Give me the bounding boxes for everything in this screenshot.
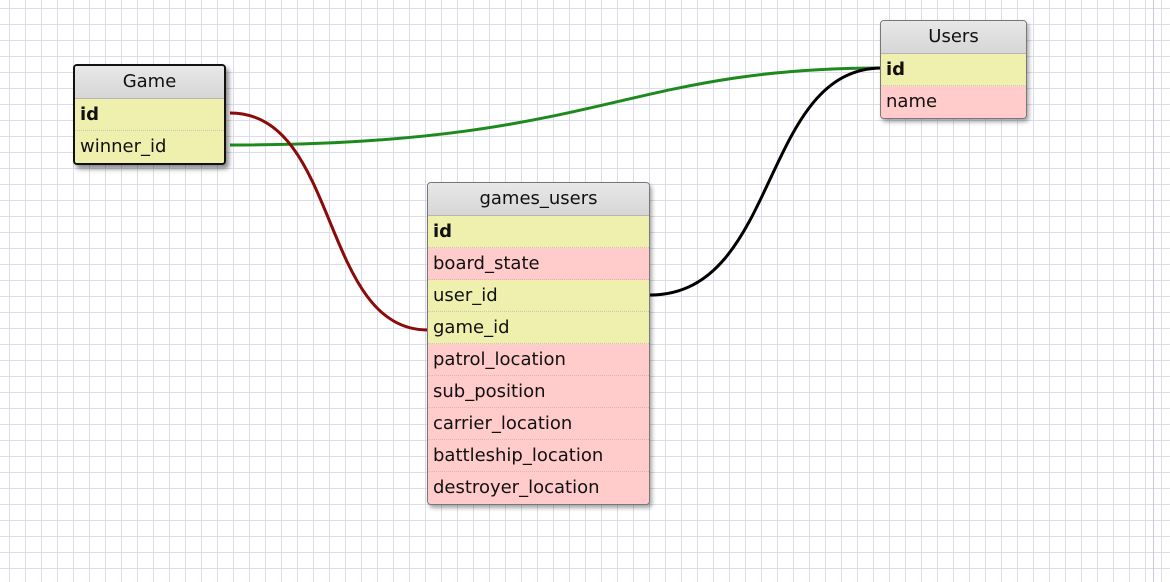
field-board-state[interactable]: board_state: [428, 248, 649, 280]
field-users-name[interactable]: name: [881, 86, 1026, 118]
table-games-users[interactable]: games_users id board_state user_id game_…: [427, 182, 650, 505]
table-game[interactable]: Game id winner_id: [73, 64, 226, 165]
table-users[interactable]: Users id name: [880, 20, 1027, 119]
field-user-id[interactable]: user_id: [428, 280, 649, 312]
field-games-users-id[interactable]: id: [428, 216, 649, 248]
relation-games-users-user-id-to-users-id[interactable]: [649, 66, 883, 297]
field-users-id[interactable]: id: [881, 54, 1026, 86]
field-carrier-location[interactable]: carrier_location: [428, 408, 649, 440]
relation-game-winner-to-users-id[interactable]: [229, 66, 883, 147]
table-games-users-header[interactable]: games_users: [428, 183, 649, 216]
field-patrol-location[interactable]: patrol_location: [428, 344, 649, 376]
relation-game-id-to-games-users-game-id[interactable]: [229, 111, 429, 332]
field-sub-position[interactable]: sub_position: [428, 376, 649, 408]
field-battleship-location[interactable]: battleship_location: [428, 440, 649, 472]
field-game-id[interactable]: game_id: [428, 312, 649, 344]
field-game-id[interactable]: id: [75, 99, 224, 131]
table-game-header[interactable]: Game: [75, 66, 224, 99]
field-destroyer-location[interactable]: destroyer_location: [428, 472, 649, 504]
field-game-winner-id[interactable]: winner_id: [75, 131, 224, 163]
table-users-header[interactable]: Users: [881, 21, 1026, 54]
